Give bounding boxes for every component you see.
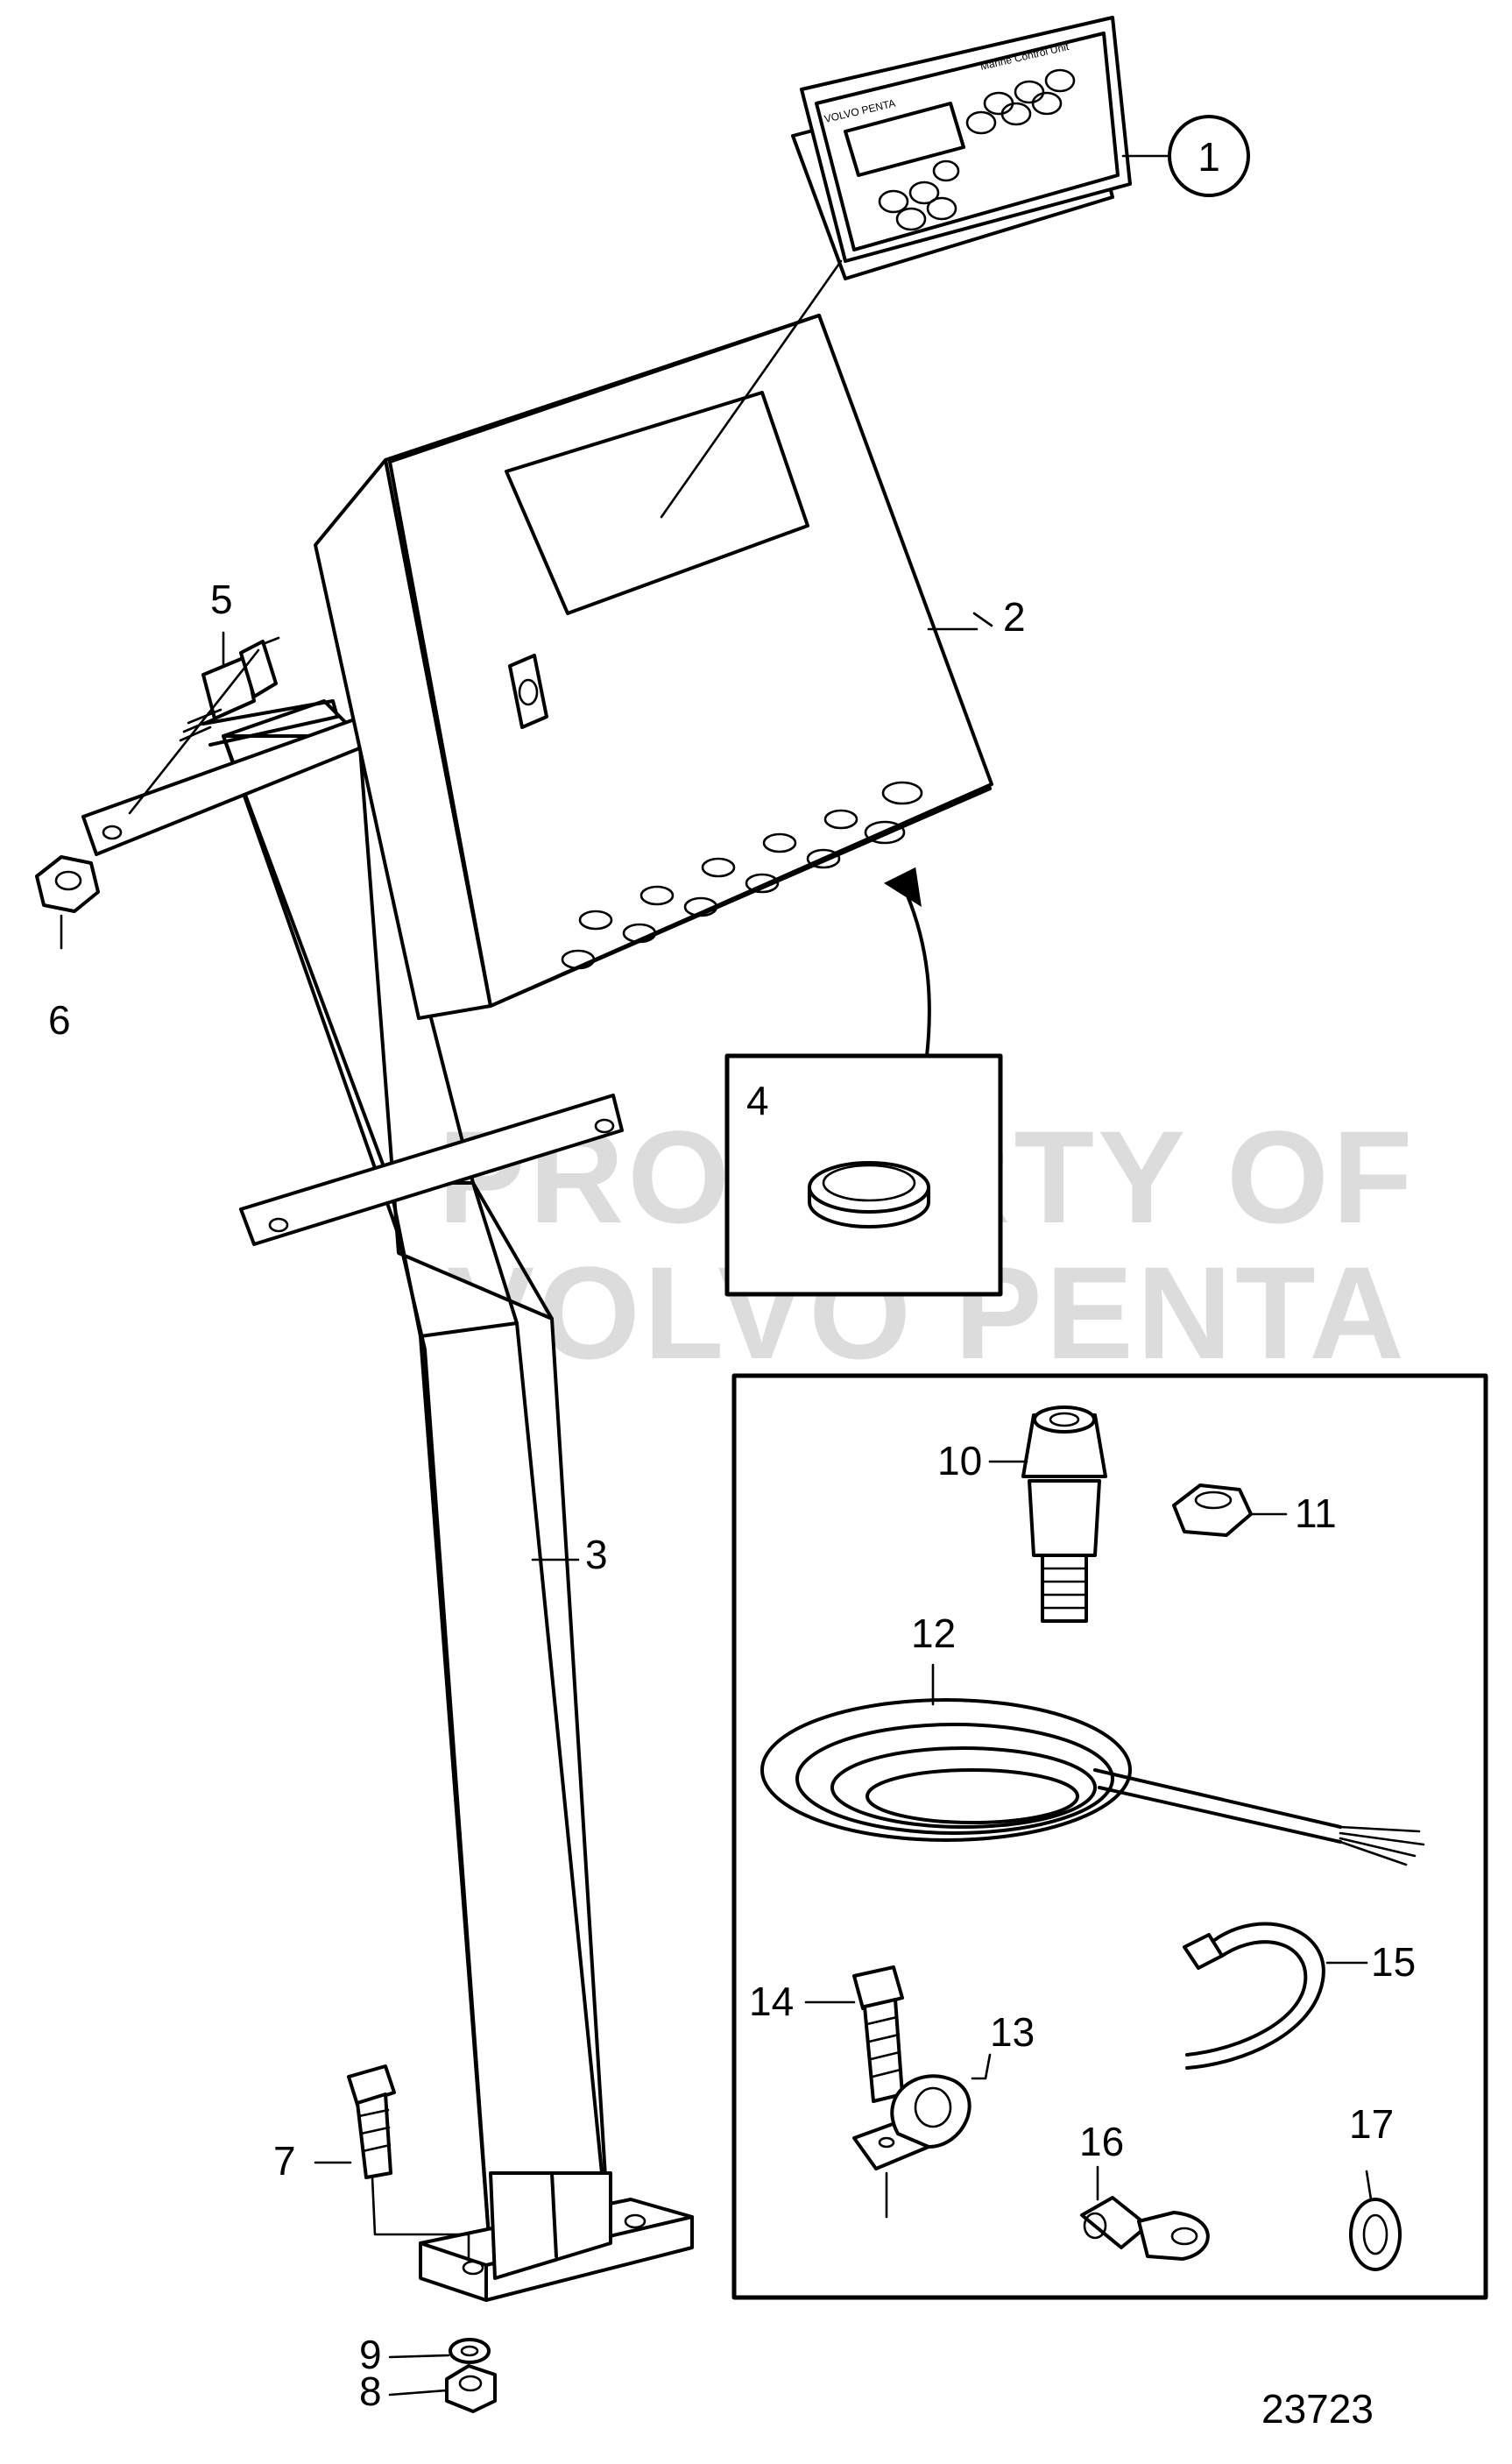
part-12-cable — [760, 1698, 1425, 1866]
part-15-cable-tie — [1183, 1922, 1325, 2070]
part-7-bolt — [347, 2064, 396, 2179]
callout-5: 5 — [210, 577, 233, 622]
part-10-fitting — [1021, 1405, 1107, 1623]
callout-3: 3 — [585, 1532, 608, 1577]
part-17-washer — [1349, 2198, 1402, 2271]
callout-14: 14 — [749, 1979, 794, 2024]
callout-2: 2 — [1003, 594, 1026, 640]
part-2-cabinet — [314, 314, 993, 1020]
callout-7: 7 — [273, 2138, 296, 2184]
callout-15: 15 — [1371, 1939, 1416, 1985]
accessory-kit-inset — [731, 1373, 1488, 2300]
figure-number: 23723 — [1261, 2386, 1374, 2432]
callout-1: 1 — [1198, 134, 1220, 180]
leader-lines — [60, 154, 1373, 2397]
part-14-bolt — [852, 1965, 904, 2103]
callout-16: 16 — [1079, 2119, 1124, 2164]
callout-10: 10 — [937, 1438, 982, 1483]
cabinet-glands — [561, 781, 923, 970]
callouts: 1 2 3 4 5 6 7 8 9 10 11 12 13 14 15 16 1… — [48, 115, 1416, 2414]
part-1-marine-control-unit: VOLVO PENTA Marine Control Unit — [791, 16, 1132, 280]
part-8-nut — [445, 2364, 497, 2413]
part-5-stud — [179, 636, 280, 742]
callout-13: 13 — [990, 2009, 1035, 2055]
callout-6: 6 — [48, 997, 71, 1043]
part-9-washer — [449, 2338, 491, 2364]
callout-8: 8 — [359, 2368, 382, 2414]
part-3-stand-pole — [81, 699, 694, 2302]
part-16-cable-lug — [1080, 2196, 1210, 2261]
callout-12: 12 — [911, 1611, 956, 1656]
callout-17: 17 — [1349, 2101, 1394, 2147]
callout-9: 9 — [359, 2332, 382, 2377]
part-4-inset — [724, 867, 1003, 1297]
part-11-nut — [1172, 1483, 1253, 1537]
part-6-nut — [35, 855, 100, 913]
callout-1-circle — [1168, 115, 1250, 197]
callout-4: 4 — [746, 1078, 769, 1123]
callout-11: 11 — [1295, 1490, 1337, 1536]
part-13-clamp — [852, 2074, 971, 2170]
